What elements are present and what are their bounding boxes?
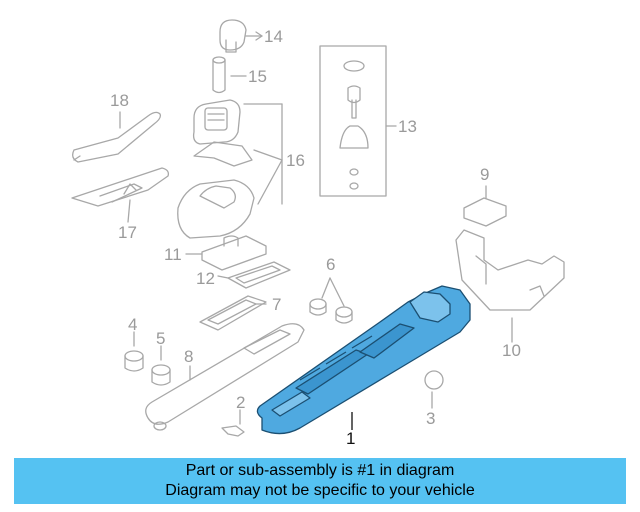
part-14-shift-knob (219, 19, 263, 53)
callout-9: 9 (480, 165, 490, 184)
part-1-center-console (256, 285, 471, 435)
banner-line-disclaimer: Diagram may not be specific to your vehi… (165, 482, 475, 499)
callout-16: 16 (286, 151, 305, 170)
callout-11: 11 (164, 245, 182, 264)
part-2-clip (221, 409, 245, 437)
info-banner: Part or sub-assembly is #1 in diagram Di… (14, 458, 626, 504)
part-7-mat (199, 295, 267, 331)
part-5-cap (151, 345, 171, 386)
callout-17: 17 (118, 223, 137, 242)
parts-diagram (71, 19, 565, 437)
part-4-cap (124, 331, 144, 372)
callout-1: 1 (346, 429, 356, 448)
callout-7: 7 (272, 295, 282, 314)
callout-5: 5 (156, 329, 166, 348)
callout-18: 18 (110, 91, 129, 110)
part-17-brake-bracket (71, 167, 170, 223)
part-16-shift-gate (177, 99, 283, 239)
callout-6: 6 (326, 255, 336, 274)
banner-line-part: Part or sub-assembly is #1 in diagram (185, 462, 455, 479)
part-6-clips (309, 277, 353, 324)
part-8-trim-panel (145, 323, 305, 431)
callout-2: 2 (236, 393, 246, 412)
callout-8: 8 (184, 347, 194, 366)
callout-12: 12 (196, 269, 215, 288)
callout-3: 3 (426, 409, 436, 428)
part-12-tray (217, 261, 291, 289)
part-18-brake-lever (72, 111, 162, 163)
part-9-cap (463, 185, 507, 227)
callout-4: 4 (128, 315, 138, 334)
part-13-inset (319, 45, 397, 197)
callout-13: 13 (398, 117, 417, 136)
part-11-switch (185, 235, 267, 271)
part-15-shift-shaft (212, 56, 247, 94)
callout-14: 14 (264, 27, 283, 46)
callout-10: 10 (502, 341, 521, 360)
callout-15: 15 (248, 67, 267, 86)
part-3-plug (424, 370, 444, 409)
part-10-rear-bracket (455, 229, 565, 343)
